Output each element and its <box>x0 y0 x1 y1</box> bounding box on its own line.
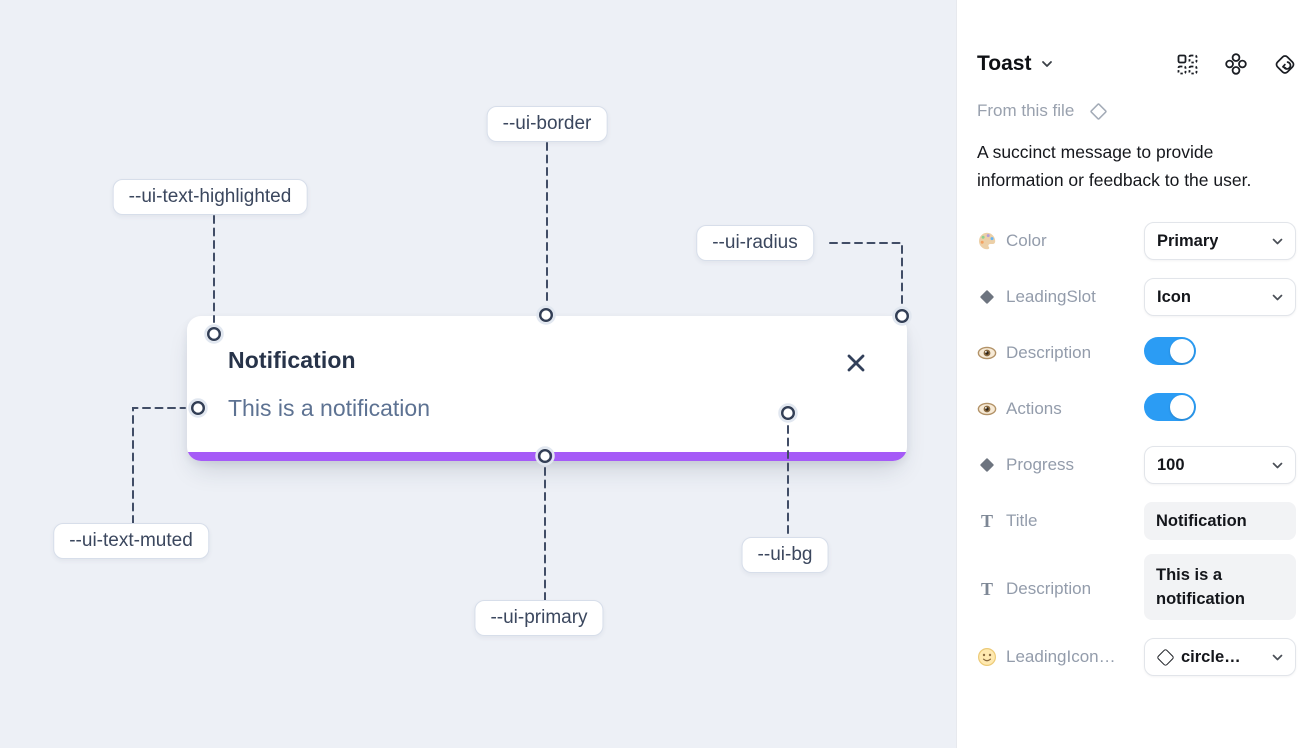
toast-close-button[interactable] <box>845 352 867 374</box>
go-to-source-icon <box>1275 54 1295 74</box>
token-pill-primary[interactable]: --ui-primary <box>474 600 604 636</box>
title-input[interactable] <box>1144 502 1296 540</box>
component-description: A succinct message to provide informatio… <box>977 142 1252 190</box>
diamond-icon <box>977 287 997 307</box>
text-icon: T <box>980 510 993 531</box>
prop-label-leadingicon: LeadingIcon… <box>1006 647 1116 666</box>
chevron-down-icon <box>1264 654 1283 661</box>
leadingslot-select[interactable]: Icon <box>1144 278 1296 316</box>
source-label: From this file <box>977 101 1075 120</box>
prop-label-color: Color <box>1006 231 1047 250</box>
prop-label-description: Description <box>1006 343 1092 362</box>
palette-icon <box>977 231 997 251</box>
leadingicon-select[interactable]: circle… <box>1144 638 1296 676</box>
token-pill-border[interactable]: --ui-border <box>486 106 608 142</box>
prop-row-progress: Progress 100 <box>977 437 1296 493</box>
prop-label-progress: Progress <box>1006 455 1075 474</box>
chevron-down-icon <box>1264 462 1283 469</box>
token-pill-bg[interactable]: --ui-bg <box>741 537 829 573</box>
variants-grid-button[interactable] <box>1176 53 1198 75</box>
x-icon <box>847 354 865 372</box>
toast-title: Notification <box>228 347 356 373</box>
prop-row-title: T Title <box>977 493 1296 549</box>
chevron-down-icon <box>1264 238 1283 245</box>
progress-select[interactable]: 100 <box>1144 446 1296 484</box>
source-row: From this file <box>977 101 1296 121</box>
prop-row-leadingicon: LeadingIcon… circle… <box>977 629 1296 685</box>
token-pill-radius[interactable]: --ui-radius <box>696 225 814 261</box>
diamond-icon <box>977 455 997 475</box>
toast-description: This is a notification <box>228 395 430 421</box>
component-name: Toast <box>977 52 1032 75</box>
diamond-outline-icon <box>1090 102 1107 120</box>
token-pill-text-muted[interactable]: --ui-text-muted <box>53 523 209 559</box>
actions-toggle[interactable] <box>1144 392 1196 421</box>
prop-row-description-toggle: Description <box>977 325 1296 381</box>
prop-row-actions-toggle: Actions <box>977 381 1296 437</box>
eye-icon <box>977 399 997 419</box>
props-list: Color Primary LeadingSlot <box>977 213 1296 685</box>
prop-label-leadingslot: LeadingSlot <box>1006 287 1096 306</box>
connector-line-text-muted <box>132 407 186 524</box>
color-select[interactable]: Primary <box>1144 222 1296 260</box>
connector-line-radius <box>829 242 903 305</box>
variants-grid-icon <box>1177 54 1197 74</box>
properties-panel: Toast <box>956 0 1312 748</box>
prop-label-description-text: Description <box>1006 579 1092 598</box>
smiley-icon <box>977 647 997 667</box>
description-input[interactable]: This is a notification <box>1144 553 1296 620</box>
prop-label-actions: Actions <box>1006 399 1062 418</box>
panel-header: Toast <box>977 52 1296 76</box>
components-clover-icon <box>1225 53 1247 75</box>
prop-row-description-text: T Description This is a notification <box>977 549 1296 629</box>
component-switcher[interactable] <box>1041 60 1053 68</box>
go-to-source-button[interactable] <box>1274 53 1296 75</box>
prop-row-leadingslot: LeadingSlot Icon <box>977 269 1296 325</box>
prop-row-color: Color Primary <box>977 213 1296 269</box>
prop-label-title: Title <box>1006 511 1038 530</box>
token-pill-text-highlighted[interactable]: --ui-text-highlighted <box>112 179 308 215</box>
chevron-down-icon <box>1042 61 1053 67</box>
component-canvas[interactable]: Notification This is a notification <box>0 0 956 748</box>
toast-preview[interactable]: Notification This is a notification <box>187 316 907 461</box>
chevron-down-icon <box>1264 294 1283 301</box>
description-toggle[interactable] <box>1144 336 1196 365</box>
text-icon: T <box>980 578 993 599</box>
diamond-outline-icon <box>1156 647 1175 667</box>
toast-progress-bar <box>187 452 907 461</box>
components-button[interactable] <box>1225 53 1247 75</box>
eye-icon <box>977 343 997 363</box>
